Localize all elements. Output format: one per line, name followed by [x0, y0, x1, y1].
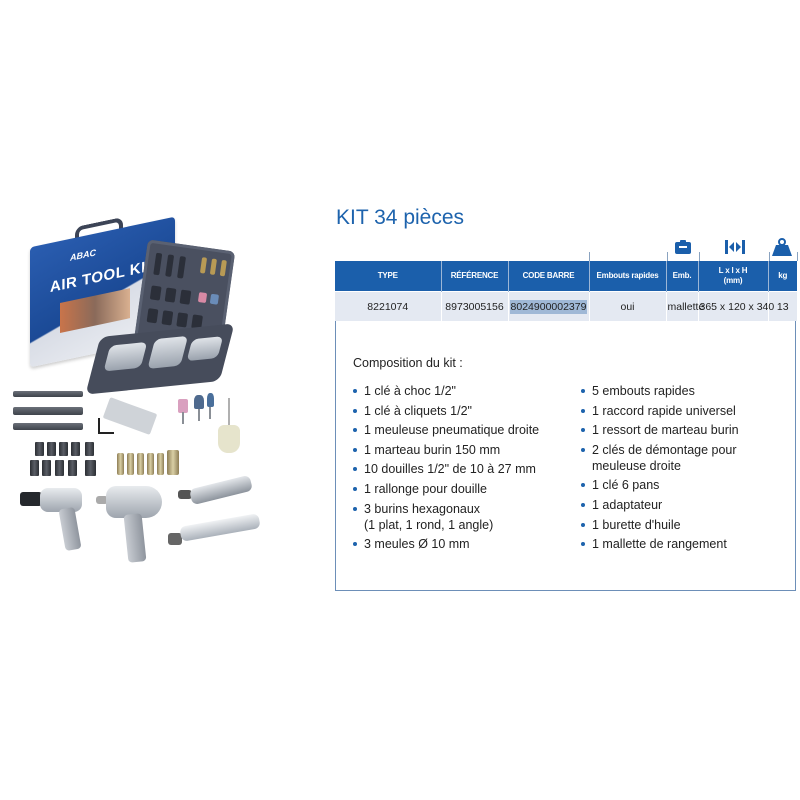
oiler-nozzle: [228, 398, 230, 426]
composition-list-left: 1 clé à choc 1/2" 1 clé à cliquets 1/2" …: [353, 383, 573, 556]
divider-tick: [797, 252, 798, 261]
divider-tick: [769, 252, 770, 261]
list-item: 1 adaptateur: [581, 497, 791, 513]
table-row: 8221074 8973005156 8024900002379 oui mal…: [335, 291, 797, 321]
cell-code-barre[interactable]: 8024900002379: [507, 291, 589, 321]
bullet-icon: [581, 502, 585, 507]
box-title: AIR TOOL KIT: [50, 256, 156, 297]
list-item: 1 rallonge pour douille: [353, 481, 573, 497]
list-item: 1 raccord rapide universel: [581, 403, 791, 419]
bullet-icon: [353, 447, 357, 452]
bullet-icon: [581, 542, 585, 547]
list-item: 2 clés de démontage pour meuleuse droite: [581, 442, 791, 474]
table-header-row: TYPE RÉFÉRENCE CODE BARRE Embouts rapide…: [335, 261, 797, 292]
list-item: 1 meuleuse pneumatique droite: [353, 422, 573, 438]
col-reference: RÉFÉRENCE: [440, 261, 508, 292]
bullet-icon: [353, 506, 357, 511]
bullet-icon: [353, 486, 357, 491]
cell-embouts-rapides: oui: [588, 291, 666, 321]
col-emb: Emb.: [665, 261, 698, 292]
bullet-icon: [581, 408, 585, 413]
page-title: KIT 34 pièces: [336, 206, 465, 229]
bullet-icon: [581, 389, 585, 393]
col-dimensions: L x l x H (mm): [697, 261, 768, 292]
bullet-icon: [581, 428, 585, 433]
composition-list-right: 5 embouts rapides 1 raccord rapide unive…: [581, 383, 791, 556]
col-embouts-rapides: Embouts rapides: [588, 261, 666, 292]
list-item: 1 burette d'huile: [581, 517, 791, 533]
bullet-icon: [353, 389, 357, 393]
list-item: 1 mallette de rangement: [581, 536, 791, 552]
col-code-barre: CODE BARRE: [507, 261, 589, 292]
weight-icon: [772, 238, 792, 258]
oil-bottle: [218, 425, 240, 453]
col-dimensions-label: L x l x H: [718, 266, 748, 275]
list-item: 5 embouts rapides: [581, 383, 791, 399]
selected-barcode-text[interactable]: 8024900002379: [509, 299, 588, 314]
composition-panel: Composition du kit : 1 clé à choc 1/2" 1…: [335, 321, 796, 591]
cell-type: 8221074: [335, 291, 441, 321]
list-item: 1 ressort de marteau burin: [581, 422, 791, 438]
composition-title: Composition du kit :: [353, 356, 463, 370]
divider-tick: [667, 252, 668, 261]
bullet-icon: [353, 467, 357, 472]
hex-key: [98, 418, 114, 434]
cell-dimensions: 365 x 120 x 340: [697, 291, 774, 321]
bullet-icon: [581, 522, 585, 527]
col-dimensions-unit: (mm): [723, 276, 743, 285]
divider-tick: [699, 252, 700, 261]
bullet-icon: [353, 428, 357, 433]
col-type: TYPE: [335, 261, 441, 292]
divider-tick: [589, 252, 590, 261]
case-icon: [675, 240, 691, 260]
dimensions-icon: [725, 240, 745, 260]
list-item: 3 burins hexagonaux (1 plat, 1 rond, 1 a…: [353, 501, 573, 533]
col-kg: kg: [767, 261, 797, 292]
list-item: 3 meules Ø 10 mm: [353, 536, 573, 552]
bullet-icon: [581, 447, 585, 452]
list-item: 10 douilles 1/2" de 10 à 27 mm: [353, 461, 573, 477]
bullet-icon: [353, 408, 357, 413]
box-photo: [60, 288, 130, 334]
list-item: 1 marteau burin 150 mm: [353, 442, 573, 458]
cell-emb: mallette: [665, 291, 704, 321]
bullet-icon: [353, 542, 357, 547]
list-item: 1 clé 6 pans: [581, 477, 791, 493]
spec-table: TYPE RÉFÉRENCE CODE BARRE Embouts rapide…: [335, 261, 797, 321]
cell-kg: 13: [767, 291, 797, 321]
list-item: 1 clé à cliquets 1/2": [353, 403, 573, 419]
box-brand-logo: ABAC: [70, 247, 96, 263]
cell-reference: 8973005156: [440, 291, 508, 321]
bullet-icon: [581, 483, 585, 488]
list-item: 1 clé à choc 1/2": [353, 383, 573, 399]
